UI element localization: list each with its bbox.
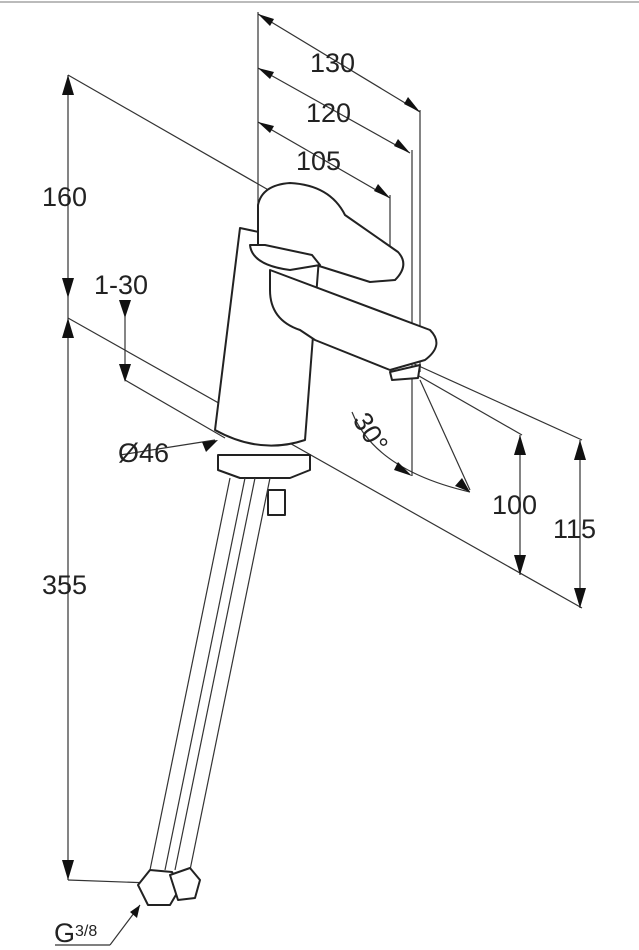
spout bbox=[269, 269, 438, 371]
label-120: 120 bbox=[306, 98, 351, 128]
label-diameter: Ø46 bbox=[118, 438, 169, 468]
handle-cap bbox=[249, 244, 321, 271]
hose-nut-2 bbox=[169, 867, 201, 901]
aerator bbox=[389, 364, 421, 381]
dimension-labels: 130 120 105 160 1-30 355 Ø46 30° 100 115… bbox=[42, 48, 596, 948]
label-130: 130 bbox=[310, 48, 355, 78]
label-100: 100 bbox=[492, 490, 537, 520]
arrowheads bbox=[62, 14, 586, 918]
label-angle: 30° bbox=[347, 407, 394, 458]
thread-main: G bbox=[54, 918, 75, 948]
thread-fraction: 3/8 bbox=[75, 923, 97, 940]
label-355: 355 bbox=[42, 570, 87, 600]
label-160: 160 bbox=[42, 182, 87, 212]
label-115: 115 bbox=[553, 514, 596, 544]
label-thread: G3/8 bbox=[54, 918, 97, 948]
threaded-stud bbox=[267, 489, 286, 516]
base-plate bbox=[217, 454, 311, 479]
faucet-body bbox=[214, 182, 438, 516]
label-105: 105 bbox=[296, 146, 341, 176]
supply-hoses bbox=[137, 477, 271, 906]
label-1-30: 1-30 bbox=[94, 270, 148, 300]
